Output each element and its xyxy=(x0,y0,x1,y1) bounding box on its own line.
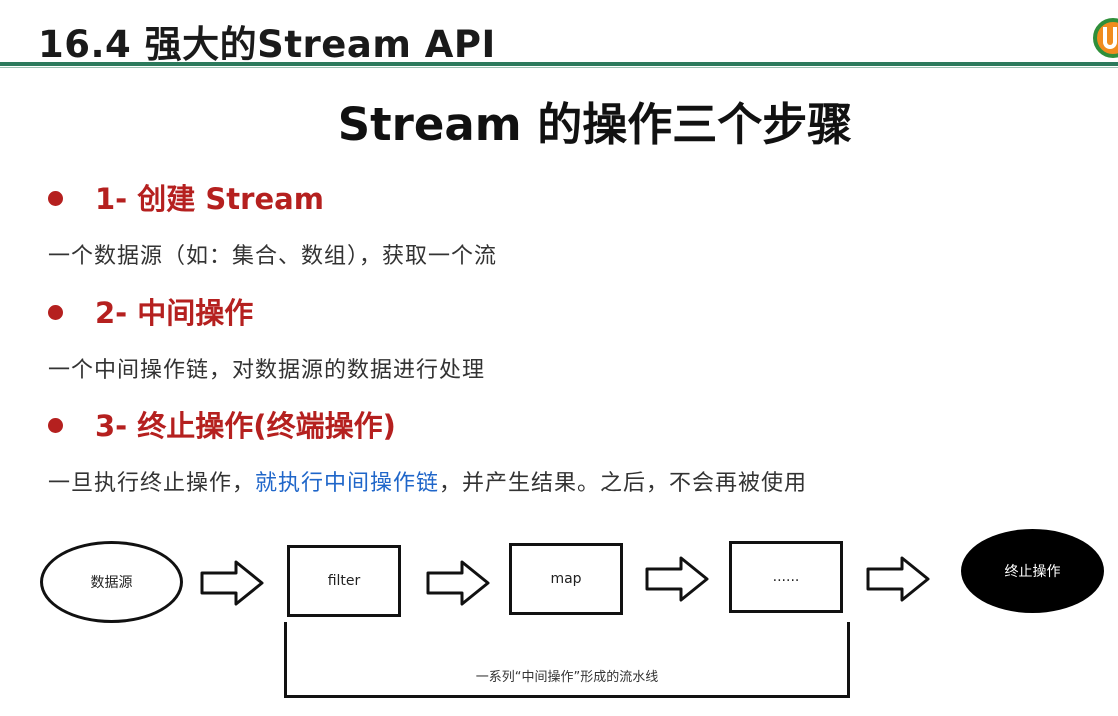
more-ops-node: ...... xyxy=(729,541,843,613)
step-2-description: 一个中间操作链，对数据源的数据进行处理 xyxy=(48,358,486,383)
step-2-label: 2- 中间操作 xyxy=(95,296,254,330)
right-arrow-icon xyxy=(426,560,490,606)
map-node: map xyxy=(509,543,623,615)
step-3-description-highlight: 就执行中间操作链 xyxy=(255,471,440,496)
right-arrow-icon xyxy=(866,556,930,602)
brand-logo-icon xyxy=(1093,18,1118,58)
slide-title: Stream 的操作三个步骤 xyxy=(337,98,853,151)
step-3-description-end: ，并产生结果。之后，不会再被使用 xyxy=(439,471,808,496)
slide-header: 16.4 强大的Stream API xyxy=(0,0,1118,68)
step-3-description: 一旦执行终止操作，就执行中间操作链，并产生结果。之后，不会再被使用 xyxy=(48,465,807,497)
bullet-icon xyxy=(48,304,63,320)
step-1-heading: 1- 创建 Stream xyxy=(48,176,324,218)
pipeline-bracket xyxy=(284,622,850,698)
bullet-icon xyxy=(48,190,63,206)
right-arrow-icon xyxy=(645,556,709,602)
step-1-label: 1- 创建 Stream xyxy=(95,182,324,216)
header-divider xyxy=(0,62,1118,66)
step-3-description-start: 一旦执行终止操作， xyxy=(48,471,256,496)
pipeline-label: 一系列“中间操作”形成的流水线 xyxy=(475,670,659,685)
step-2-heading: 2- 中间操作 xyxy=(48,290,253,332)
filter-node: filter xyxy=(287,545,401,617)
bullet-icon xyxy=(48,417,63,433)
step-1-description: 一个数据源（如：集合、数组），获取一个流 xyxy=(48,244,498,269)
data-source-node: 数据源 xyxy=(40,541,183,623)
terminal-node: 终止操作 xyxy=(961,529,1104,613)
step-3-label: 3- 终止操作(终端操作) xyxy=(95,409,396,443)
right-arrow-icon xyxy=(200,560,264,606)
header-divider-thin xyxy=(0,67,1118,68)
step-3-heading: 3- 终止操作(终端操作) xyxy=(48,403,396,445)
section-title: 16.4 强大的Stream API xyxy=(38,23,496,66)
